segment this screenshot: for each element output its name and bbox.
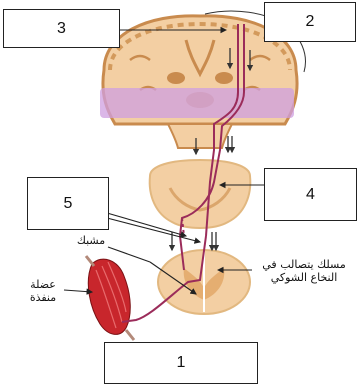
label-box-2: 2 [264,2,356,42]
crossed-pathway-label: مسلك يتصالب في النخاع الشوكي [254,258,354,284]
spinal-cord-section-icon [158,250,250,314]
label-box-1: 1 [104,342,258,384]
muscle-icon [86,256,134,340]
label-box-1-text: 1 [177,354,186,372]
label-box-4-text: 4 [306,186,315,204]
brainstem-section-icon [150,160,251,228]
label-box-2-text: 2 [306,13,315,31]
label-box-5: 5 [27,177,109,230]
brainstem-band [100,88,294,118]
label-box-5-text: 5 [64,195,73,213]
label-box-4: 4 [264,168,357,221]
label-box-3-text: 3 [57,20,66,38]
synapse-label: مشبك [70,234,112,247]
label-box-3: 3 [3,9,120,48]
effector-muscle-label: عضلة منفذة [20,278,66,304]
